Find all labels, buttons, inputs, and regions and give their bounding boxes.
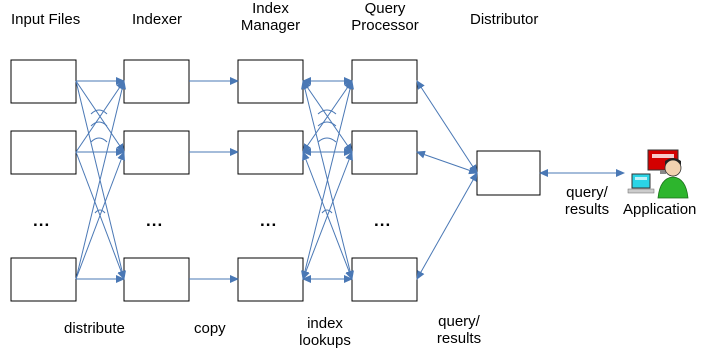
header-index-manager: Index Manager [238,0,303,34]
index-manager-box-3 [237,257,304,302]
ellipsis-indexer: ... [146,211,164,230]
index-lookup-arrows [301,77,354,283]
application-label: Application [623,201,697,218]
ellipsis-input-files: ... [33,211,51,230]
label-query-results-right: query/ results [558,184,616,218]
input-file-box-2 [10,130,77,175]
header-query-processor-line1: Query [364,0,406,17]
input-file-box-1 [10,59,77,104]
distribute-arrows [75,77,127,283]
label-query-results-right-line2: results [564,201,610,218]
ellipsis-query-processor: ... [374,211,392,230]
distribute-hops [90,109,108,214]
label-query-results-bottom: query/ results [430,313,488,347]
label-index-lookups: index lookups [294,315,356,349]
header-query-processor-line2: Processor [351,17,419,34]
distributor-box [476,150,541,196]
label-copy: copy [194,320,226,337]
header-distributor: Distributor [470,11,539,28]
indexer-box-2 [123,130,190,175]
indexer-box-1 [123,59,190,104]
label-distribute: distribute [64,320,125,337]
query-processor-box-1 [351,59,418,104]
query-processor-box-3 [351,257,418,302]
header-query-processor: Query Processor [342,0,428,34]
label-index-lookups-line2: lookups [299,332,351,349]
ellipsis-index-manager: ... [260,211,278,230]
label-query-results-right-line1: query/ [566,184,608,201]
label-index-lookups-line1: index [307,315,343,332]
header-indexer: Indexer [132,11,183,28]
label-query-results-bottom-line2: results [436,330,482,347]
query-results-arrows [416,80,478,280]
header-index-manager-line1: Index [252,0,289,17]
index-manager-box-1 [237,59,304,104]
header-index-manager-line2: Manager [240,17,301,34]
query-processor-box-2 [351,130,418,175]
copy-arrows [189,77,239,283]
index-lookup-hops [317,109,337,214]
index-manager-box-2 [237,130,304,175]
header-input-files: Input Files [11,11,81,28]
indexer-box-3 [123,257,190,302]
label-query-results-bottom-line1: query/ [438,313,480,330]
input-file-box-3 [10,257,77,302]
user-at-computers-icon [627,149,689,199]
